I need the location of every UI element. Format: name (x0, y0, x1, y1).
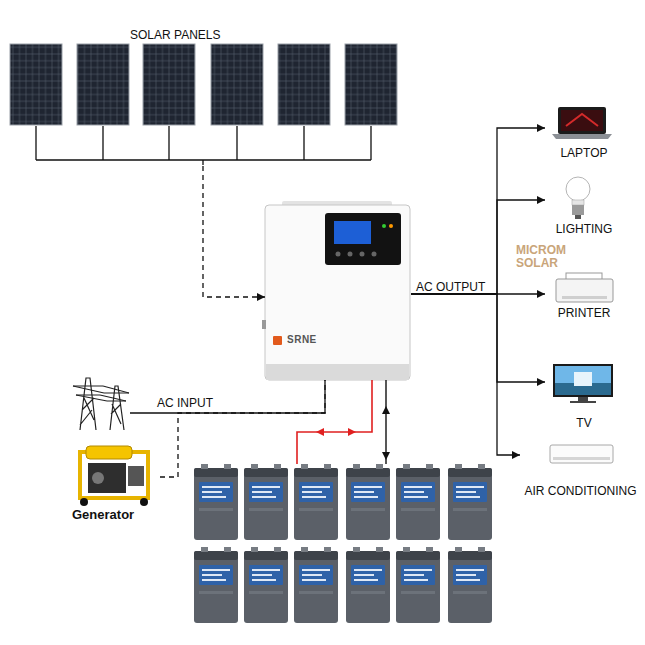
load-node: LAPTOP (545, 104, 623, 160)
grid-pylons (73, 378, 129, 430)
connector (411, 294, 520, 455)
load-node: TV (545, 360, 623, 430)
connector (160, 380, 325, 477)
panel-bus-wire (36, 126, 371, 166)
load-node: PRINTER (545, 272, 623, 320)
battery-wires (297, 380, 390, 464)
inverter-node: SRNE (265, 204, 411, 380)
node-label: LIGHTING (556, 222, 613, 236)
line-label: AC INPUT (157, 396, 213, 410)
node-label: Generator (72, 507, 134, 522)
solar-panel-array (10, 44, 397, 125)
generator-illustration (80, 446, 148, 506)
line-label: AC OUTPUT (416, 280, 485, 294)
load-node: LIGHTING (545, 172, 623, 236)
node-label: SRNE (287, 334, 317, 346)
ac-input-wire (130, 380, 325, 413)
battery-bank (194, 464, 492, 623)
air-conditioner-icon (550, 445, 613, 463)
generator-node: Generator (66, 440, 160, 524)
connector (411, 294, 545, 382)
inverter-unit (262, 201, 410, 380)
load-node: AIR CONDITIONING (520, 440, 641, 498)
tv-icon (553, 364, 613, 403)
node-label: AIR CONDITIONING (524, 484, 636, 498)
panel-array-node: SOLAR PANELS (8, 26, 400, 166)
node-label: SOLAR PANELS (130, 28, 220, 42)
watermark: MICROM SOLAR (516, 244, 586, 270)
connector (203, 166, 265, 297)
bulb-icon (566, 177, 590, 219)
node-label: TV (576, 416, 591, 430)
printer-icon (556, 273, 613, 302)
node-label: PRINTER (558, 306, 611, 320)
node-label: LAPTOP (560, 146, 607, 160)
laptop-icon (552, 107, 612, 139)
